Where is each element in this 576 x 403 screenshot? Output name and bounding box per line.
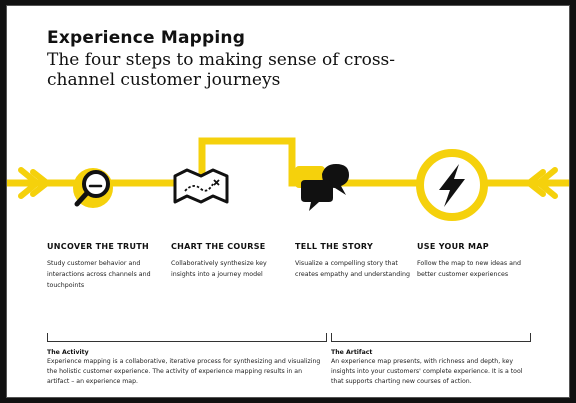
step-1-description: Study customer behavior and interactions… (47, 260, 151, 289)
step-2-description: Collaboratively synthesize key insights … (171, 260, 267, 278)
step-3-title: TELL THE STORY (295, 242, 374, 251)
left-arrow-icon (18, 167, 52, 199)
step-1-title: UNCOVER THE TRUTH (47, 242, 150, 251)
artifact-bracket (331, 333, 531, 342)
infographic-card: Experience Mapping The four steps to mak… (6, 5, 570, 398)
page-title: Experience Mapping (47, 28, 246, 48)
step-3-description: Visualize a compelling story that create… (295, 260, 410, 278)
step-2-title: CHART THE COURSE (171, 242, 266, 251)
right-arrow-icon (524, 167, 558, 199)
step-4-description: Follow the map to new ideas and better c… (417, 260, 522, 278)
artifact-title: The Artifact (331, 349, 373, 356)
journey-diagram (7, 137, 569, 221)
activity-text: Experience mapping is a collaborative, i… (47, 358, 321, 385)
step-4-title: USE YOUR MAP (417, 242, 489, 251)
activity-bracket (47, 333, 327, 342)
map-icon (173, 168, 229, 204)
speech-bubbles-icon (295, 164, 349, 211)
lightning-icon (416, 149, 488, 221)
activity-title: The Activity (47, 349, 89, 356)
artifact-text: An experience map presents, with richnes… (331, 358, 523, 385)
page-subtitle: The four steps to making sense of cross-… (47, 50, 396, 90)
magnifier-icon (73, 168, 113, 208)
